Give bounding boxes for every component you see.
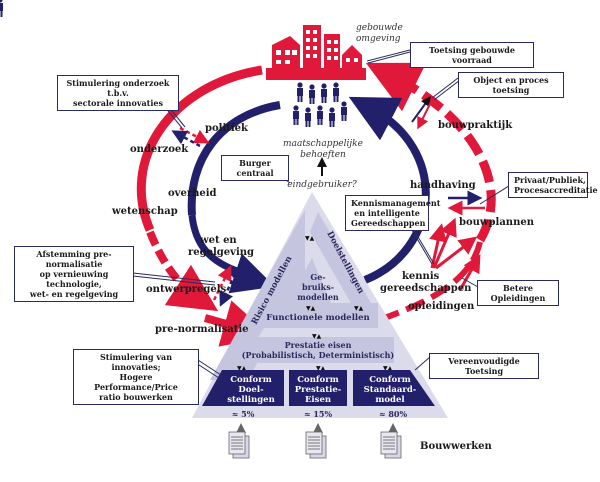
document-icon-1 [228,423,250,459]
callout-line: Afstemming pre-normalisatie [36,249,112,269]
callout-line: Vereenvoudigde Toetsing [448,356,520,376]
svg-text:▼▲: ▼▲ [316,365,326,372]
label-overheid: overheid [168,188,217,199]
label-wet-en: wet en [199,235,237,246]
callout-toetsing-voorraad: Toetsing gebouwde voorraad [410,42,534,68]
pyramid-doel-band [310,212,372,305]
box-2-line-1: Conform [297,375,338,385]
label-bouwpraktijk: bouwpraktijk [438,120,513,131]
dashed-arrow-ontwerp-navy [219,273,237,307]
svg-text:▼▲: ▼▲ [237,365,247,372]
callout-line: ratio bouwerken [99,392,173,402]
callout-line: op vernieuwing technologie, [39,269,109,289]
box-1-line-2: Doel- [238,385,264,395]
svg-text:▼▲: ▼▲ [383,365,393,372]
box-3-line-1: Conform [369,375,410,385]
callout-line: sectorale innovaties [73,98,163,108]
red-arrow-object [417,99,433,130]
society-line-1: maatschappelijke [283,139,363,149]
callout-line: Stimulering van innovaties; [99,352,173,372]
end-user-label: eindgebruiker? [287,180,357,190]
callout-line: en intelligente [354,208,420,218]
document-icon-2 [305,423,327,459]
callout-line: Burger centraal [236,158,274,178]
label-wetenschap: wetenschap [111,206,178,217]
callout-line: Kennismanagement [351,198,441,208]
dashed-arrow-ontwerp-red [212,265,232,301]
dashed-arrow-politiek-red [179,126,210,144]
gebruiks-line-3: modellen [297,292,339,302]
box-doelstellingen [202,370,284,406]
prestatie-line-2: (Probabilistisch, Deterministisch) [242,350,395,360]
label-ontwerpregels: ontwerpregels [146,284,227,295]
label-kennis: kennis [402,271,440,282]
callout-line: Privaat/Publiek, [514,175,586,185]
gebruiks-line-2: bruiks- [302,282,334,292]
box-1-line-1: Conform [230,375,271,385]
box-3-line-2: Standaard- [364,385,417,395]
label-handhaving: handhaving [410,180,476,191]
functionele-label: Functionele modellen [266,313,370,323]
callout-line: Gereedschappen [351,218,426,228]
buildings-icon [266,25,366,80]
svg-text:▼▲: ▼▲ [306,305,316,312]
society-line-2: behoeften [300,150,346,160]
box-2-line-2: Prestatie- [295,385,342,395]
label-pre-normalisatie: pre-normalisatie [155,324,249,335]
callout-stimulering-onderzoek: Stimulering onderzoek t.b.v. sectorale i… [57,75,179,111]
label-gereedschappen: gereedschappen [380,283,472,294]
red-arc-left-dashed [146,230,219,312]
bouwwerken-label: Bouwwerken [420,441,493,452]
box-1-line-3: stellingen [227,395,275,405]
callout-vereenvoudigde: Vereenvoudigde Toetsing [429,353,539,379]
share-doelstellingen: ≈ 5% [232,409,255,419]
callout-betere-opleidingen: Betere Opleidingen [477,280,559,306]
red-arc-left [136,65,263,232]
callout-line: Hogere Performance/Price [94,372,178,392]
label-politiek: politiek [205,123,249,134]
label-onderzoek: onderzoek [130,144,189,155]
share-prestatie: ≈ 15% [304,409,333,419]
callout-kennismanagement: Kennismanagement en intelligente Gereeds… [345,195,441,231]
navy-arc-right [348,96,430,284]
svg-text:▼▲: ▼▲ [354,305,364,312]
navy-arrow-regelgeving [223,253,275,294]
built-env-line-2: omgeving [356,34,401,44]
box-prestatie-eisen [289,370,347,406]
navy-arrow-object [411,95,431,123]
pyramid-functionele-band [258,303,378,328]
callout-line: Betere Opleidingen [490,283,546,303]
built-env-line-1: gebouwde [356,23,403,33]
callout-object-proces: Object en proces toetsing [458,72,564,98]
callout-privaat-publiek: Privaat/Publiek, Procesaccreditatie [508,172,598,198]
label-opleidingen: opleidingen [408,301,475,312]
callout-line: Object en proces toetsing [473,75,549,95]
pyramid-prestatie-band [252,337,394,363]
callout-stimulering-innovaties: Stimulering van innovaties; Hogere Perfo… [73,349,199,405]
callout-afstemming: Afstemming pre-normalisatie op vernieuwi… [14,246,134,302]
callout-line: Toetsing gebouwde voorraad [429,45,515,65]
box-2-line-3: Eisen [305,395,331,405]
box-3-line-3: model [375,395,405,405]
callout-line: wet- en regelgeving [29,289,119,299]
gebruiks-line-1: Ge- [310,272,325,282]
label-bouwplannen: bouwplannen [459,217,535,228]
people-icon [0,0,347,127]
callout-burger-centraal: Burger centraal [221,155,289,181]
navy-arc-left [187,101,281,216]
label-regelgeving: regelgeving [188,247,254,258]
svg-text:▼▲: ▼▲ [305,235,315,242]
red-arc-right [365,62,496,243]
prestatie-line-1: Prestatie eisen [285,340,352,350]
document-icon-3 [380,423,402,459]
pyramid-inner-risk [210,210,305,380]
box-standaardmodel [353,370,435,406]
svg-text:▼▲: ▼▲ [312,333,322,340]
callout-line: Procesaccreditatie [514,185,598,195]
callout-line: Stimulering onderzoek t.b.v. [66,78,170,98]
flow-markers: ▼▲ ▼▲ ▼▲ ▼▲ ▼▲ ▼▲ ▼▲ [237,235,393,372]
share-standaard: ≈ 80% [379,409,408,419]
